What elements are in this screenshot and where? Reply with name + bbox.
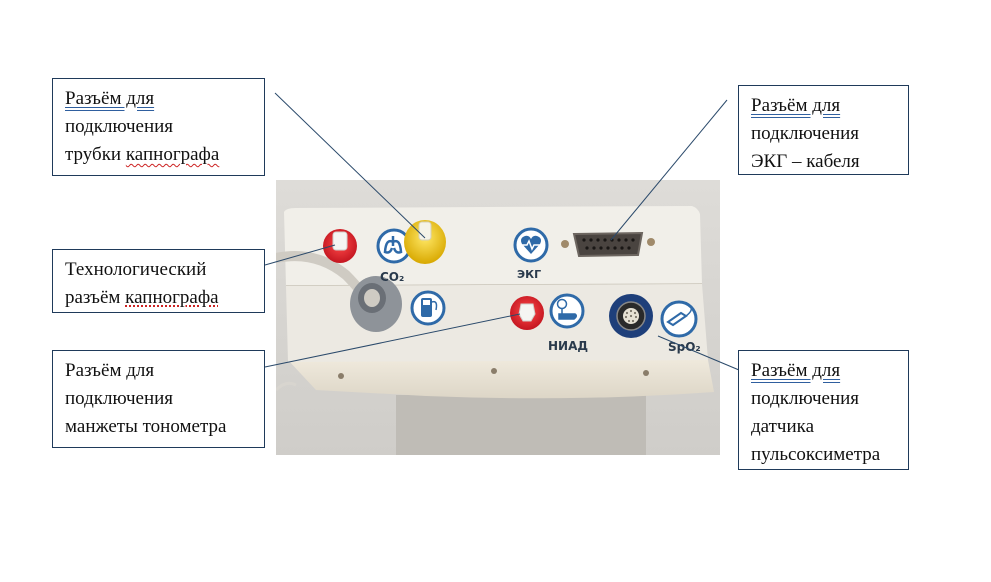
callout-spo2-sensor: Разъём для подключения датчика пульсокси…: [738, 350, 909, 470]
callout-text: Разъём для: [65, 88, 155, 109]
heart-ecg-icon: [513, 227, 549, 263]
thin-cable: [276, 381, 297, 392]
callout-text: подключения: [751, 388, 860, 409]
screw: [647, 238, 655, 246]
callout-text: Разъём для: [751, 360, 841, 381]
callout-text: разъём: [65, 287, 126, 308]
device-illustration: CO₂ ЭКГ: [276, 180, 720, 455]
callout-text: Технологический: [65, 259, 207, 280]
capnograph-device-icon: [410, 290, 446, 326]
callout-text: капнографа: [125, 287, 219, 308]
finger-clip-icon: [660, 300, 698, 338]
nibp-label: НИАД: [548, 339, 588, 353]
callout-ecg-cable: Разъём для подключения ЭКГ – кабеля: [738, 85, 909, 175]
callout-nibp-cuff: Разъём для подключения манжеты тонометра: [52, 350, 265, 448]
callout-text: подключения: [751, 123, 860, 144]
callout-capnograph-service: Технологический разъём капнографа: [52, 249, 265, 313]
blood-pressure-icon: [549, 293, 585, 329]
callout-text: ЭКГ – кабеля: [751, 151, 860, 172]
ecg-db15-connector: [572, 231, 644, 258]
callout-text: подключения: [65, 116, 174, 137]
ecg-label: ЭКГ: [517, 268, 541, 281]
callout-text: пульсоксиметра: [751, 444, 881, 465]
screw: [491, 368, 497, 374]
spo2-label: SpO₂: [668, 340, 701, 354]
device-photo: CO₂ ЭКГ: [276, 180, 720, 455]
callout-text: манжеты тонометра: [65, 416, 227, 437]
screw: [561, 240, 569, 248]
device-front-face: [288, 360, 714, 399]
callout-capnograph-tube: Разъём для подключения трубки капнографа: [52, 78, 265, 176]
screw: [643, 370, 649, 376]
callout-text: Разъём для: [751, 95, 841, 116]
callout-text: Разъём для: [65, 360, 155, 381]
callout-text: подключения: [65, 388, 174, 409]
callout-text: капнографа: [125, 144, 220, 165]
callout-text: датчика: [751, 416, 815, 437]
device-shadow: [396, 395, 646, 455]
callout-text: трубки: [65, 144, 126, 165]
co2-label: CO₂: [380, 270, 404, 284]
screw: [338, 373, 344, 379]
